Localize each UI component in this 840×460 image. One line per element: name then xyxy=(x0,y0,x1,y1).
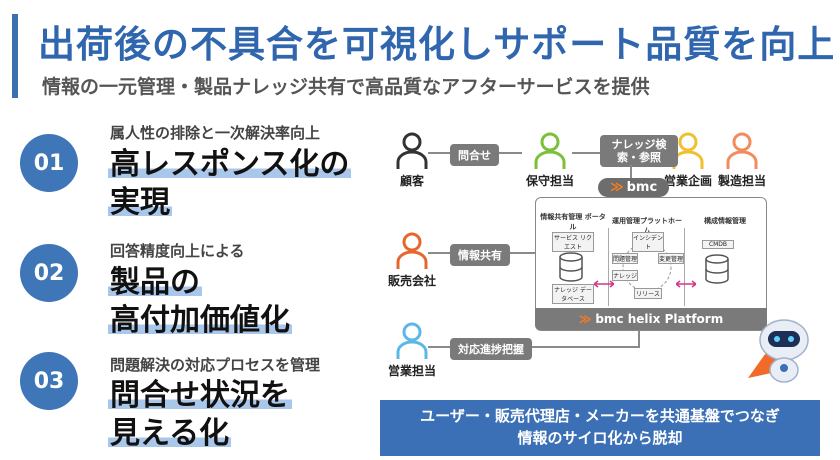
point-lead-2: 回答精度向上による xyxy=(110,242,245,260)
title-accent-bar xyxy=(12,14,18,98)
point-lead-1: 属人性の排除と一次解決率向上 xyxy=(110,124,321,142)
customer-label: 顧客 xyxy=(399,174,424,188)
database-icon xyxy=(705,254,729,284)
col-head-ops: 運用管理プラットホーム xyxy=(612,217,682,235)
service-request-box: サービス リクエスト xyxy=(552,232,594,252)
connector-sales-bmc-vertical xyxy=(638,330,640,348)
column-divider-2 xyxy=(684,228,685,306)
mfg-person: 製造担当 xyxy=(712,132,772,189)
point-number-1: 01 xyxy=(20,134,78,192)
reseller-label: 販売会社 xyxy=(387,274,436,288)
double-arrow-icon xyxy=(676,280,696,288)
knowledge-db-box: ナレッジ データベース xyxy=(552,284,594,304)
database-icon xyxy=(559,252,583,282)
col-head-portal: 情報共有管理 ポータル xyxy=(540,213,606,231)
pill-share: 情報共有 xyxy=(450,244,510,266)
knowledge-box: ナレッジ xyxy=(612,270,638,281)
double-arrow-icon xyxy=(594,280,614,288)
robot-mascot-icon xyxy=(748,319,809,383)
point-number-3: 03 xyxy=(20,352,78,410)
column-divider-1 xyxy=(608,228,609,306)
incident-box: インシデント xyxy=(632,232,664,252)
col-head-cmdb: 構成情報管理 xyxy=(704,217,746,225)
page-subtitle: 情報の一元管理・製品ナレッジ共有で高品質なアフターサービスを提供 xyxy=(42,76,650,98)
cmdb-box: CMDB xyxy=(702,240,734,249)
banner-line-1: ユーザー・販売代理店・メーカーを共通基盤でつなぎ xyxy=(420,407,780,425)
point-headline-1a: 高レスポンス化の xyxy=(108,147,352,182)
support-person: 保守担当 xyxy=(520,132,580,189)
point-headline-2a: 製品の xyxy=(108,265,202,300)
pill-knowledge: ナレッジ検索・参照 xyxy=(600,135,678,167)
sales-plan-label: 営業企画 xyxy=(663,174,712,188)
sales-label: 営業担当 xyxy=(387,364,436,378)
sales-person: 営業担当 xyxy=(382,322,442,379)
bmc-helix-platform-bar: ≫bmc helix Platform xyxy=(535,308,767,330)
point-number-2: 02 xyxy=(20,244,78,302)
pill-progress: 対応進捗把握 xyxy=(450,338,532,360)
release-box: リリース xyxy=(634,288,662,299)
page-title: 出荷後の不具合を可視化しサポート品質を向上 xyxy=(38,23,836,66)
point-headline-3a: 問合せ状況を xyxy=(108,378,292,413)
reseller-person: 販売会社 xyxy=(382,232,442,289)
person-icon xyxy=(396,132,428,169)
point-headline-2b: 高付加価値化 xyxy=(108,303,292,338)
person-icon xyxy=(534,132,566,169)
point-headline-1b: 実現 xyxy=(108,185,172,220)
connector-to-bmc xyxy=(630,165,632,179)
pill-inquiry: 問合せ xyxy=(450,144,499,166)
change-box: 変更管理 xyxy=(658,253,684,264)
banner-line-2: 情報のサイロ化から脱却 xyxy=(517,429,683,447)
connector-sales-bmc xyxy=(428,346,640,348)
problem-box: 問題管理 xyxy=(612,253,638,264)
summary-banner: ユーザー・販売代理店・メーカーを共通基盤でつなぎ 情報のサイロ化から脱却 xyxy=(380,400,820,456)
point-headline-3b: 見える化 xyxy=(108,416,232,451)
sales-plan-person: 営業企画 xyxy=(658,132,718,189)
person-icon xyxy=(396,232,428,269)
bmc-logo: ≫bmc xyxy=(598,178,670,197)
customer-person: 顧客 xyxy=(382,132,442,189)
support-label: 保守担当 xyxy=(525,174,574,188)
mfg-label: 製造担当 xyxy=(717,174,766,188)
person-icon xyxy=(726,132,758,169)
point-lead-3: 問題解決の対応プロセスを管理 xyxy=(110,356,321,374)
person-icon xyxy=(396,322,428,359)
